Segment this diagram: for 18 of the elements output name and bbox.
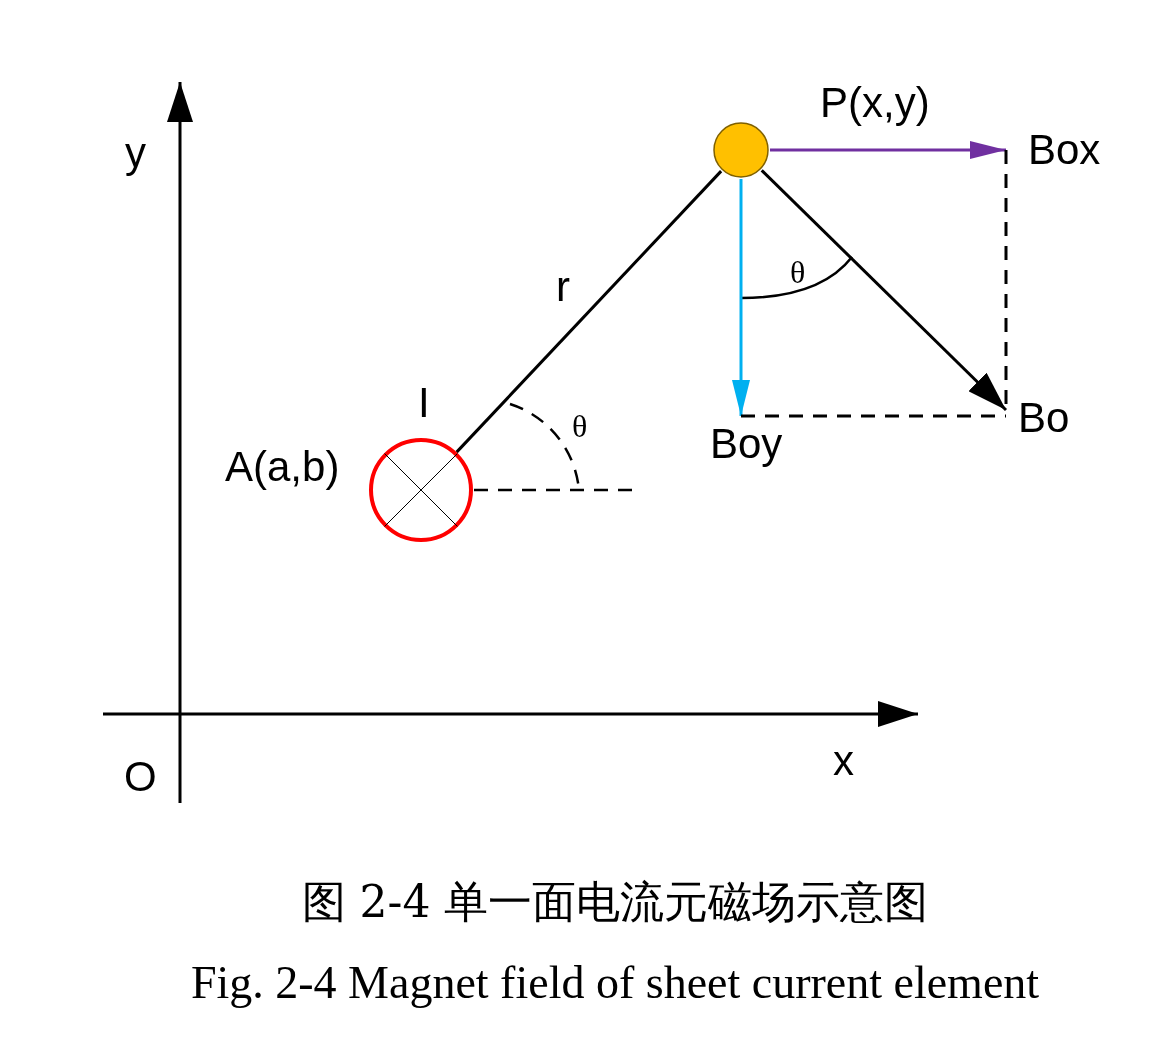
line	[455, 170, 723, 454]
caption: Fig. 2-4 Magnet field of sheet current element	[190, 960, 1040, 1006]
axis-label: x	[833, 740, 854, 782]
point-label: A(a,b)	[225, 446, 340, 488]
angle-label: θ	[572, 410, 588, 442]
vector-arrow	[760, 169, 1008, 412]
angle-label: θ	[790, 256, 806, 288]
vector-label: Bo	[1006, 395, 1081, 440]
vector-arrow	[732, 179, 750, 416]
point-label: I	[418, 382, 430, 424]
axis-label: y	[125, 132, 146, 174]
vector-label: Box	[1006, 125, 1116, 175]
vector-arrow	[770, 141, 1006, 159]
point-label: P(x,y)	[820, 82, 930, 124]
dashed-line	[741, 414, 1006, 418]
caption: 图 2-4 单一面电流元磁场示意图	[301, 880, 929, 924]
origin-label: O	[124, 756, 157, 798]
vector-label: Boy	[710, 416, 800, 472]
